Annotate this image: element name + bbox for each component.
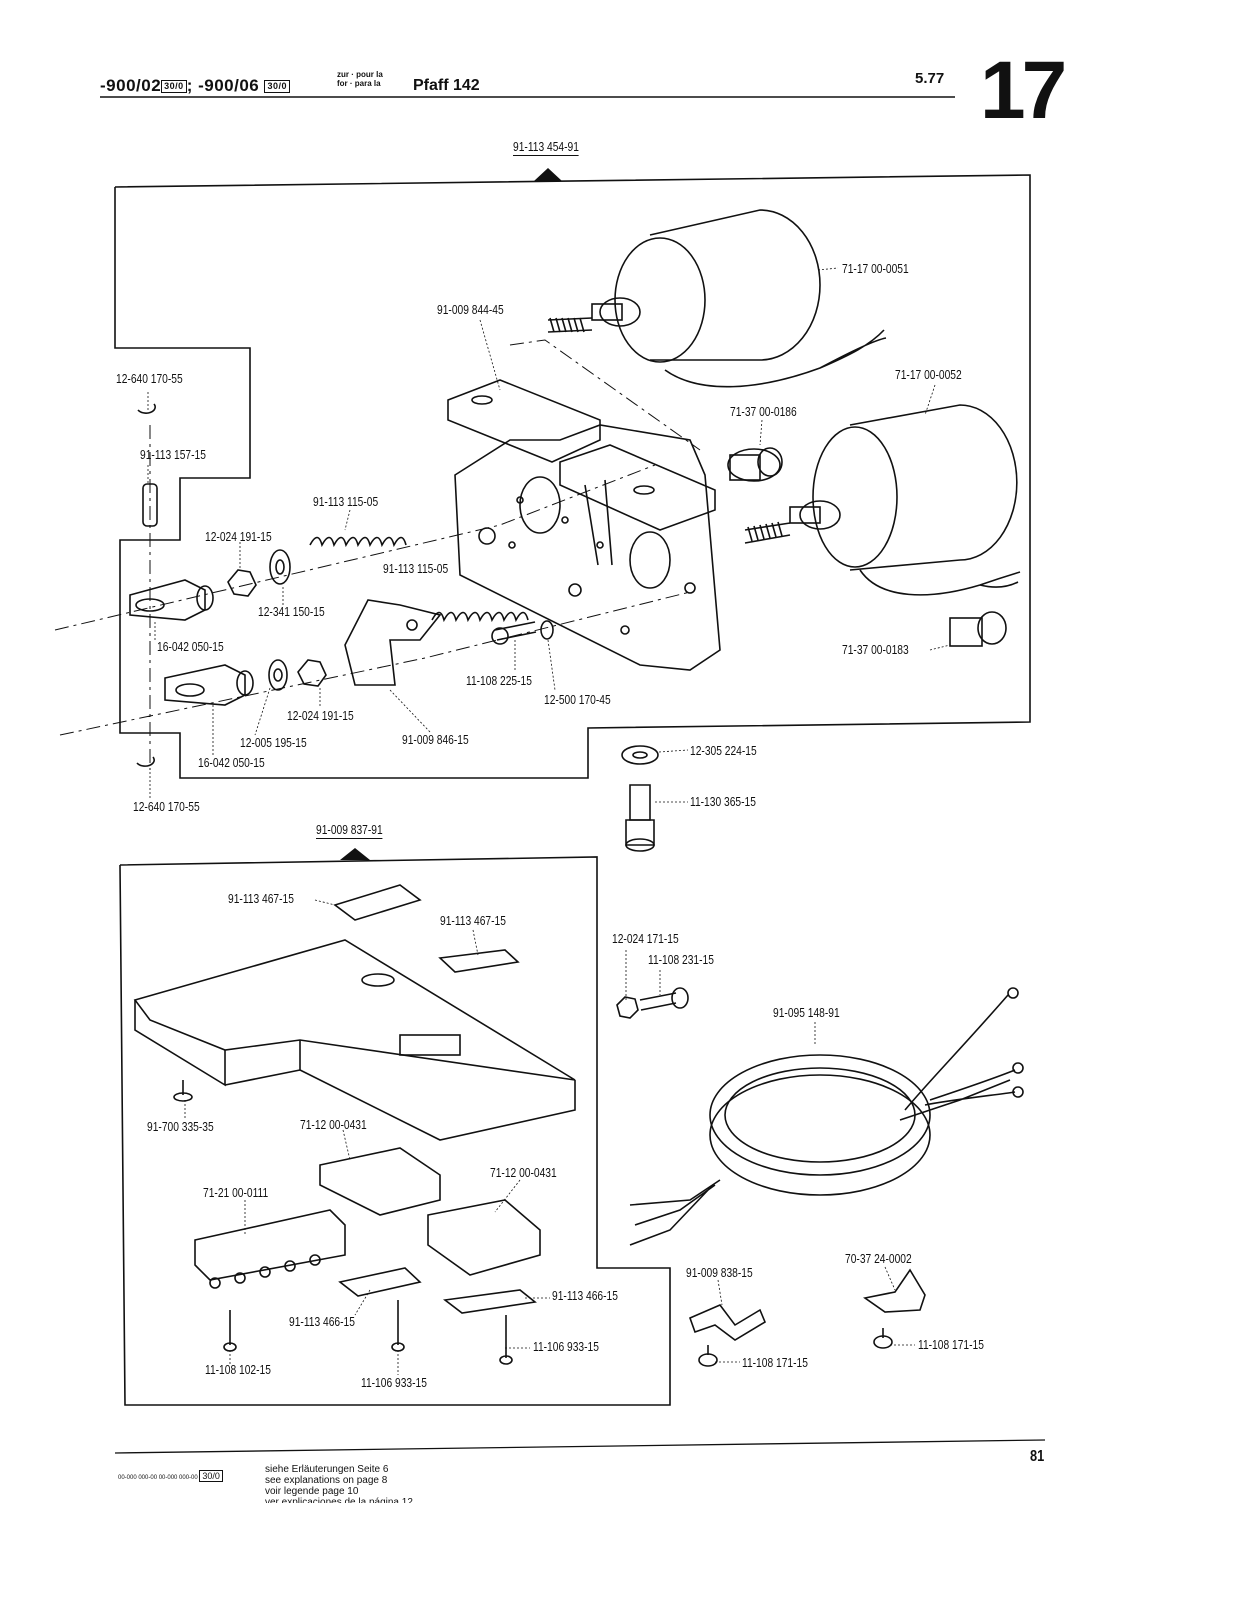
clevis-upper [129,579,214,621]
part-label: 12-024 191-15 [205,530,272,544]
part-label: 12-341 150-15 [258,605,325,619]
footer-box: 30/0 [199,1470,223,1482]
part-label: 12-024 191-15 [287,709,354,723]
model-box-1: 30/0 [161,80,187,94]
part-label: 71-12 00-0431 [490,1166,557,1180]
footer-notes: siehe Erläuterungen Seite 6 see explanat… [265,1464,413,1503]
part-label: 91-113 467-15 [228,892,294,906]
part-label: 16-042 050-15 [198,756,265,770]
part-label: 91-113 466-15 [552,1289,618,1303]
zur-line-1: zur · pour la [337,70,383,79]
model-2: ; -900/06 [186,76,260,95]
part-label: 91-113 115-05 [313,495,379,509]
part-label: 11-108 231-15 [648,953,714,967]
lower-assembly-frame [119,856,671,1406]
spring-upper [309,536,407,548]
part-label: 91-095 148-91 [773,1006,840,1020]
part-label: 11-106 933-15 [533,1340,599,1354]
part-label: 71-37 00-0183 [842,643,909,657]
motor-upper [547,209,887,388]
part-label: 91-113 157-15 [140,448,206,462]
bracket-plate [447,379,721,671]
footer-code-text: 00-000 000-00 00-000 000-00 [118,1475,198,1481]
model-1: -900/02 [100,76,162,95]
spring-lower [431,611,529,623]
page-number: 81 [1030,1448,1045,1465]
part-label: 12-024 171-15 [612,932,679,946]
part-label: 11-108 225-15 [466,674,532,688]
part-label: 71-21 00-0111 [203,1186,269,1200]
edition-date: 5.77 [915,70,945,87]
cable-coil [629,987,1024,1246]
motor-lower [744,404,1021,596]
part-label: 11-130 365-15 [690,795,756,809]
footer-note-es: ver explicaciones de la página 12 [265,1497,413,1503]
part-label: 12-305 224-15 [690,744,757,758]
part-label: 91-009 844-45 [437,303,504,317]
part-label: 70-37 24-0002 [845,1252,912,1266]
part-label: 91-009 846-15 [402,733,469,747]
footer-note-fr: voir legende page 10 [265,1486,359,1497]
footer-codes: 00-000 000-00 00-000 000-00 30/0 [118,1470,223,1482]
part-label: 71-17 00-0052 [895,368,962,382]
language-prefix: zur · pour la for · para la [337,70,383,88]
part-label: 11-108 171-15 [918,1338,984,1352]
part-label: 12-640 170-55 [133,800,200,814]
part-label: 12-500 170-45 [544,693,611,707]
part-label: 16-042 050-15 [157,640,224,654]
part-label: 91-113 466-15 [289,1315,355,1329]
upper-assembly-frame [114,174,1031,779]
base-plate [133,939,576,1141]
clevis-lower [164,664,254,706]
footer-note-de: siehe Erläuterungen Seite 6 [265,1464,389,1475]
machine-name: Pfaff 142 [413,77,480,94]
part-label: 71-17 00-0051 [842,262,909,276]
part-label: 11-106 933-15 [361,1376,427,1390]
zur-line-2: for · para la [337,79,381,88]
assembly-upper-number: 91-113 454-91 [513,140,579,156]
page-group-number: 17 [980,45,1067,136]
grommet-upper [727,447,783,482]
part-label: 91-009 838-15 [686,1266,753,1280]
model-box-2: 30/0 [264,80,291,94]
part-label: 91-113 115-05 [383,562,449,576]
part-label: 11-108 171-15 [742,1356,808,1370]
part-label: 91-113 467-15 [440,914,506,928]
part-label: 91-700 335-35 [147,1120,214,1134]
part-label: 11-108 102-15 [205,1363,271,1377]
part-label: 12-640 170-55 [116,372,183,386]
assembly-lower-number: 91-009 837-91 [316,823,383,839]
grommet-lower [949,611,1007,647]
footer-note-en: see explanations on page 8 [265,1475,388,1486]
part-label: 71-12 00-0431 [300,1118,367,1132]
part-label: 71-37 00-0186 [730,405,797,419]
part-label: 12-005 195-15 [240,736,307,750]
